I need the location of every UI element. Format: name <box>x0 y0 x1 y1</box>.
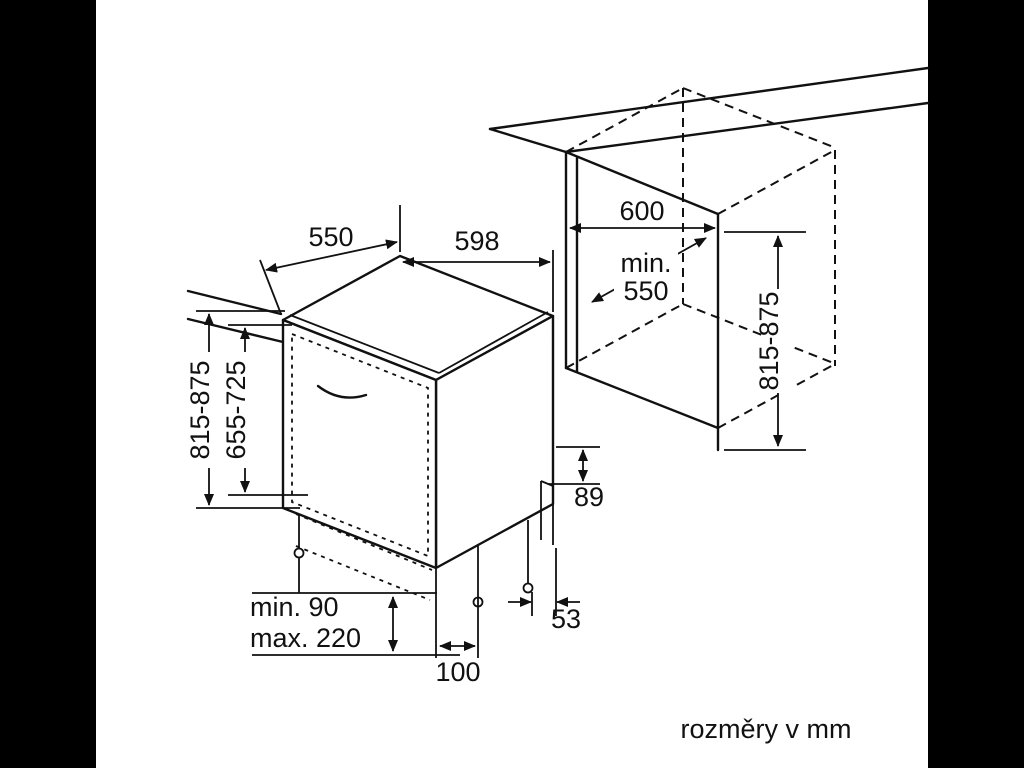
dim-label-height: 815-875 <box>185 360 215 459</box>
dimension-width: 598 <box>402 226 554 312</box>
dim-label-niche-width: 600 <box>619 196 664 226</box>
dim-label-rear-base-height: 89 <box>574 482 604 512</box>
dimension-niche-height: 815-875 <box>724 231 806 451</box>
dim-label-width: 598 <box>454 226 499 256</box>
dimension-door-panel-height: 655-725 <box>221 324 308 496</box>
dimension-depth: 550 <box>259 205 401 315</box>
foot-front <box>472 596 484 608</box>
dim-label-niche-depth-2: 550 <box>623 276 668 306</box>
dimension-height: 815-875 <box>185 310 300 509</box>
dim-label-plinth-max: max. 220 <box>250 623 361 653</box>
dim-label-rear-base-inset: 53 <box>551 604 581 634</box>
dimension-rear-base-inset: 53 <box>508 548 581 634</box>
dim-label-depth: 550 <box>308 222 353 252</box>
niche-drawing <box>488 66 930 452</box>
dimension-plinth: min. 90 max. 220 <box>250 592 460 656</box>
dim-label-plinth-min: min. 90 <box>250 592 339 622</box>
dimension-niche-depth: min. 550 <box>591 237 707 306</box>
dimension-niche-width: 600 <box>569 196 716 233</box>
foot-rear <box>522 582 534 594</box>
units-caption: rozměry v mm <box>681 714 852 744</box>
dishwasher-drawing <box>281 254 555 658</box>
dim-label-front-foot-offset: 100 <box>435 657 480 687</box>
dimension-front-foot-offset: 100 <box>435 641 481 687</box>
dimension-rear-base-height: 89 <box>548 446 604 512</box>
door-handle <box>316 384 368 399</box>
dim-label-niche-depth-1: min. <box>620 248 671 278</box>
dim-label-door-panel-height: 655-725 <box>221 360 251 459</box>
dim-label-niche-height: 815-875 <box>754 291 784 390</box>
